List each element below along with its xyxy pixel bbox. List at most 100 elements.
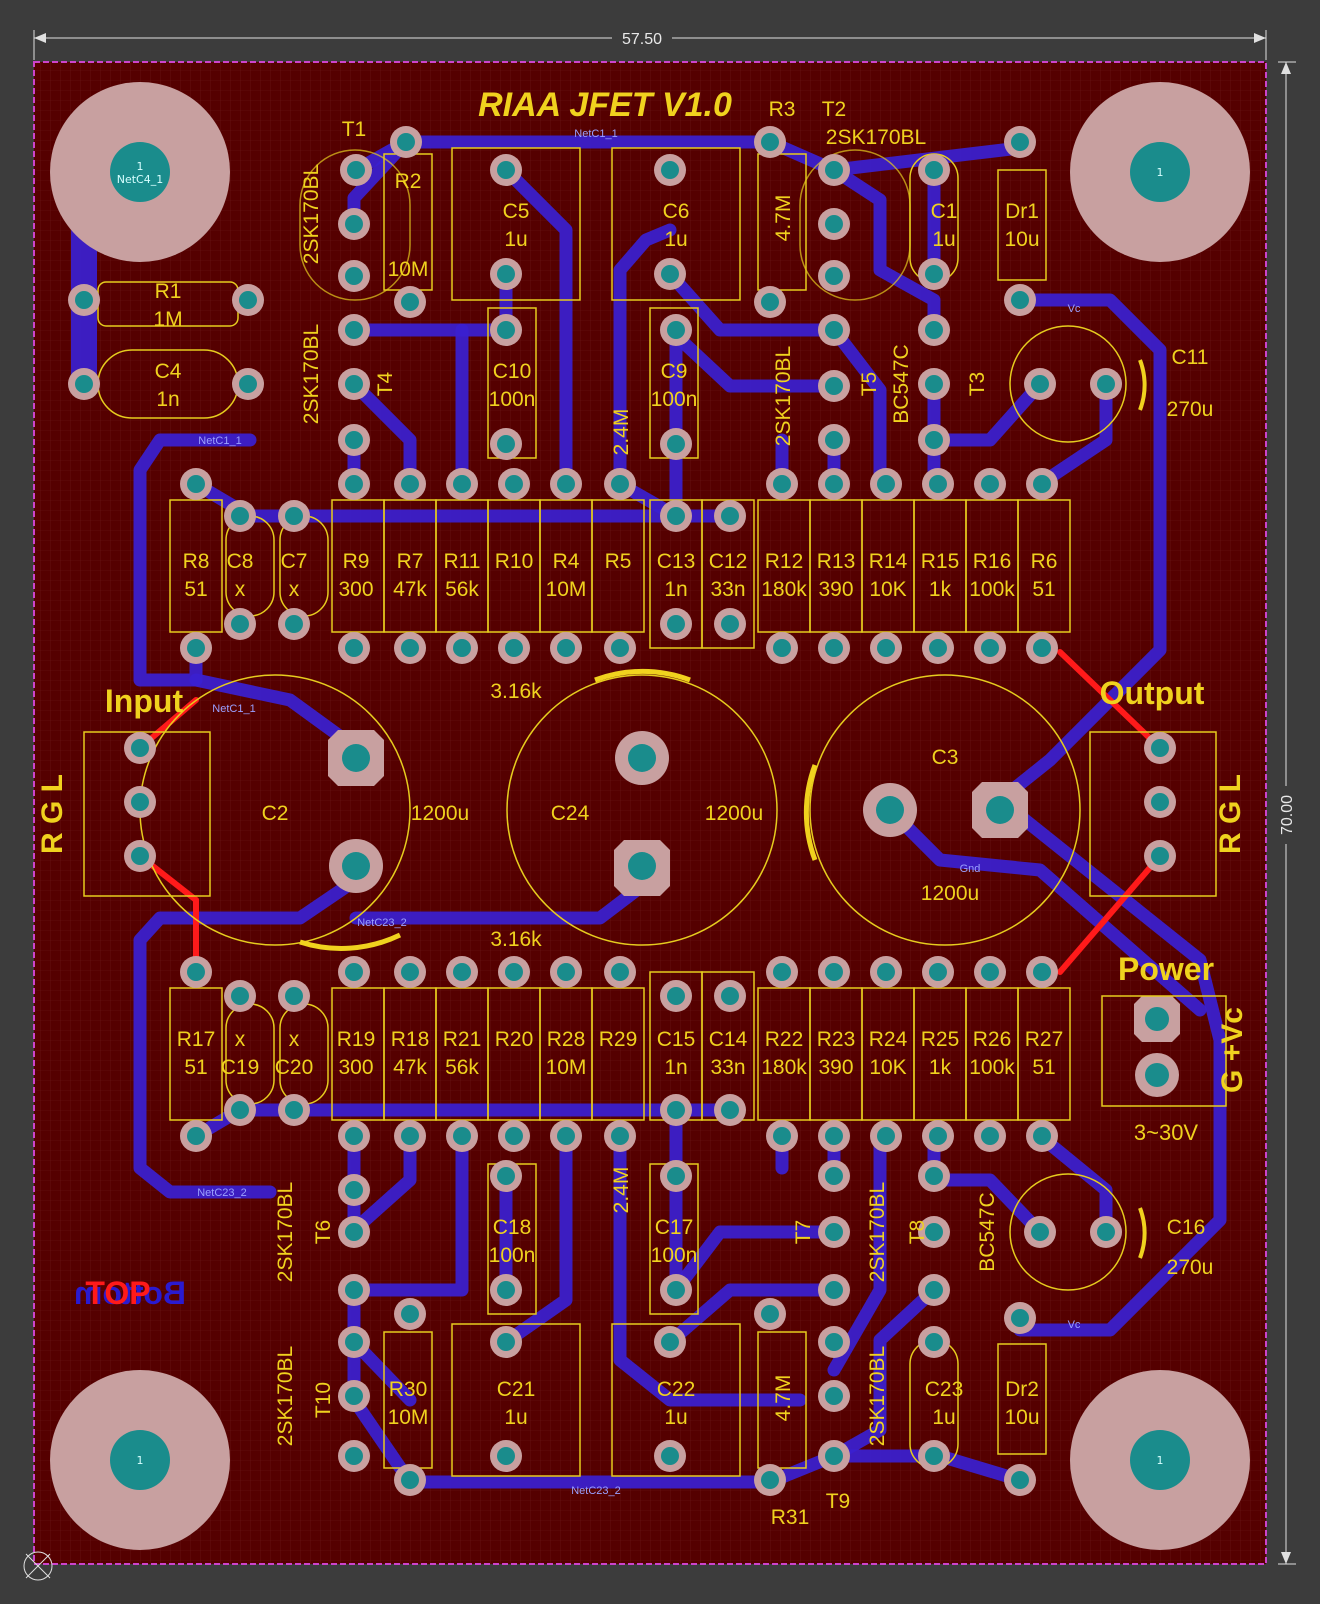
board-title: RIAA JFET V1.0 bbox=[478, 86, 732, 124]
top-component-ref-6: R10 bbox=[495, 550, 534, 573]
c11-val: 270u bbox=[1167, 398, 1214, 421]
bottom-component-val-16: 51 bbox=[1032, 1056, 1055, 1079]
c16-ref: C16 bbox=[1167, 1216, 1206, 1239]
r30-ref: R30 bbox=[389, 1378, 428, 1401]
top-component-val-12: 390 bbox=[818, 578, 853, 601]
r1-ref: R1 bbox=[155, 280, 182, 303]
top-component-val-13: 10K bbox=[869, 578, 906, 601]
c10-ref: C10 bbox=[493, 360, 532, 383]
net-label-netc23-2: NetC23_2 bbox=[197, 1187, 247, 1199]
bottom-component-ref-10: C14 bbox=[709, 1028, 748, 1051]
origin-marker bbox=[23, 1551, 53, 1581]
c22-ref: C22 bbox=[657, 1378, 696, 1401]
net-label-netc1-1: NetC1_1 bbox=[574, 128, 617, 140]
top-component-ref-9: C13 bbox=[657, 550, 696, 573]
r31-ref: R31 bbox=[771, 1506, 810, 1529]
t4-ref: T4 bbox=[374, 371, 397, 396]
large-pads bbox=[328, 730, 1180, 1097]
bottom-component-val-4: 47k bbox=[393, 1056, 427, 1079]
small-pads bbox=[68, 126, 1176, 1496]
c16-val: 270u bbox=[1167, 1256, 1214, 1279]
c4-val: 1n bbox=[156, 388, 179, 411]
misc-outlines bbox=[83, 147, 1227, 1477]
c24-val: 1200u bbox=[705, 802, 763, 825]
c2-val: 1200u bbox=[411, 802, 469, 825]
bottom-component-val-11: 180k bbox=[761, 1056, 807, 1079]
c9-val: 100n bbox=[651, 388, 698, 411]
r30-val: 10M bbox=[388, 1406, 429, 1429]
bottom-component-val-14: 1k bbox=[929, 1056, 952, 1079]
bottom-component-val-0: 51 bbox=[184, 1056, 207, 1079]
top-component-ref-13: R14 bbox=[869, 550, 908, 573]
bottom-component-ref-11: R22 bbox=[765, 1028, 804, 1051]
bottom-component-val-9: 1n bbox=[664, 1056, 687, 1079]
layer-top-label: TOP bbox=[85, 1275, 150, 1311]
c3-ref: C3 bbox=[932, 746, 959, 769]
svg-text:1: 1 bbox=[1157, 1454, 1164, 1467]
res-24m-top: 2.4M bbox=[610, 409, 633, 456]
r2-ref: R2 bbox=[395, 170, 422, 193]
net-label-netc23-2: NetC23_2 bbox=[357, 917, 407, 929]
t6-ref: T6 bbox=[312, 1220, 335, 1245]
r3-ref: R3 bbox=[769, 98, 796, 121]
bottom-component-val-7: 10M bbox=[546, 1056, 587, 1079]
t2-ref: T2 bbox=[822, 98, 847, 121]
top-component-ref-15: R16 bbox=[973, 550, 1012, 573]
top-component-ref-8: R5 bbox=[605, 550, 632, 573]
net-label-netc1-1: NetC1_1 bbox=[198, 435, 241, 447]
bottom-component-val-5: 56k bbox=[445, 1056, 479, 1079]
output-rgl-label: R G L bbox=[1214, 774, 1247, 854]
bottom-component-ref-14: R25 bbox=[921, 1028, 960, 1051]
res-316k-bottom: 3.16k bbox=[490, 928, 542, 951]
top-component-val-10: 33n bbox=[710, 578, 745, 601]
c17-val: 100n bbox=[651, 1244, 698, 1267]
c9-ref: C9 bbox=[661, 360, 688, 383]
board-grid bbox=[34, 62, 1266, 1564]
net-label-vc: Vc bbox=[1068, 1319, 1081, 1331]
net-label-netc1-1: NetC1_1 bbox=[212, 703, 255, 715]
bottom-component-ref-3: R19 bbox=[337, 1028, 376, 1051]
t5-ref: T5 bbox=[858, 372, 881, 397]
top-component-ref-14: R15 bbox=[921, 550, 960, 573]
bottom-component-ref-4: R18 bbox=[391, 1028, 430, 1051]
res-24m-bottom: 2.4M bbox=[610, 1167, 633, 1214]
top-component-ref-5: R11 bbox=[444, 550, 481, 573]
top-component-val-7: 10M bbox=[546, 578, 587, 601]
net-labels: NetC1_1 NetC1_1 NetC1_1 NetC23_2 NetC23_… bbox=[197, 128, 1081, 1497]
height-dimension: 70.00 bbox=[1276, 61, 1296, 1565]
t4-part: 2SK170BL bbox=[300, 324, 323, 424]
t8-part: BC547C bbox=[976, 1192, 999, 1271]
top-component-ref-1: C8 bbox=[227, 550, 254, 573]
bottom-component-ref-9: C15 bbox=[657, 1028, 696, 1051]
mount-hole-bl: 1 bbox=[50, 1370, 230, 1550]
bottom-component-ref-13: R24 bbox=[869, 1028, 908, 1051]
height-dim-text: 70.00 bbox=[1279, 795, 1296, 835]
net-label-vc: Vc bbox=[1068, 303, 1081, 315]
c5-ref: C5 bbox=[503, 200, 530, 223]
c6-ref: C6 bbox=[663, 200, 690, 223]
board-outline bbox=[33, 61, 1267, 1565]
bottom-component-val-13: 10K bbox=[869, 1056, 906, 1079]
t6-part: 2SK170BL bbox=[274, 1182, 297, 1282]
bottom-component-ref-12: R23 bbox=[817, 1028, 856, 1051]
net-label-gnd: Gnd bbox=[960, 863, 981, 875]
r31-val: 4.7M bbox=[772, 1375, 795, 1422]
layer-bottom-label: Bottom bbox=[74, 1275, 186, 1311]
top-component-ref-12: R13 bbox=[817, 550, 856, 573]
t10-ref: T10 bbox=[312, 1382, 335, 1418]
output-label: Output bbox=[1100, 675, 1205, 711]
t7-part: 2SK170BL bbox=[866, 1182, 889, 1282]
bottom-component-val-1: C19 bbox=[221, 1056, 260, 1079]
c6-val: 1u bbox=[664, 228, 687, 251]
bottom-component-val-10: 33n bbox=[710, 1056, 745, 1079]
top-component-val-3: 300 bbox=[338, 578, 373, 601]
top-component-val-1: x bbox=[235, 578, 246, 601]
width-dim-text: 57.50 bbox=[622, 31, 662, 48]
top-component-val-4: 47k bbox=[393, 578, 427, 601]
res-316k-top: 3.16k bbox=[490, 680, 542, 703]
top-component-val-16: 51 bbox=[1032, 578, 1055, 601]
r3-val: 4.7M bbox=[772, 195, 795, 242]
